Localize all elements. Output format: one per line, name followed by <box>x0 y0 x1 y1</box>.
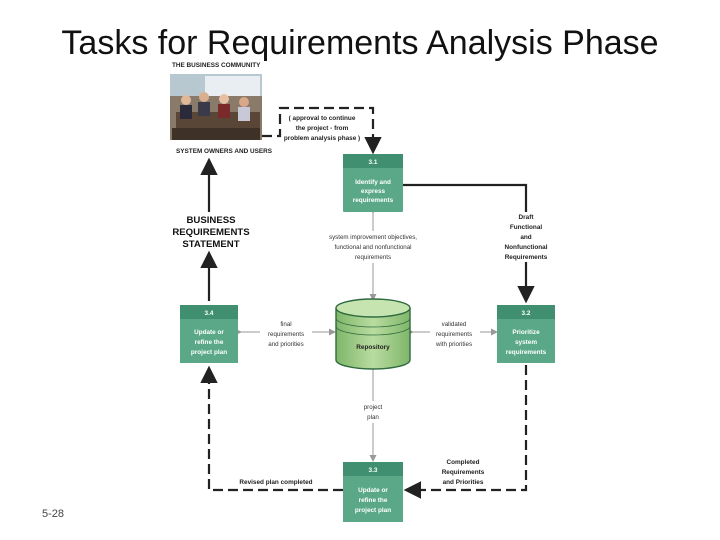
statement-line-1: BUSINESS <box>186 215 236 226</box>
task-box-3-4: 3.4 Update or refine the project plan <box>180 305 238 363</box>
project-plan-label: project plan <box>356 401 390 423</box>
project-plan-label-line: project <box>364 404 383 411</box>
business-meeting-photo <box>170 74 262 140</box>
task-box-3-2: 3.2 Prioritize system requirements <box>497 305 555 363</box>
approval-label-line: ( approval to continue <box>289 115 356 122</box>
approval-arrow <box>262 106 382 155</box>
draft-label-line: Nonfunctional <box>505 244 548 251</box>
final-label-line: requirements <box>268 331 304 338</box>
task-3-2-line: Prioritize <box>512 329 540 336</box>
task-3-3-id: 3.3 <box>369 467 378 474</box>
completed-label: Completed Requirements and Priorities <box>442 459 485 486</box>
task-3-3-line: project plan <box>355 507 391 514</box>
task-3-1-line: Identify and <box>355 179 391 186</box>
task-3-4-id: 3.4 <box>205 310 214 317</box>
business-community: THE BUSINESS COMMUNITY SYSTEM OWNERS AND… <box>170 62 273 155</box>
draft-label: Draft Functional and Nonfunctional Requi… <box>498 212 554 262</box>
draft-label-line: Draft <box>519 214 535 221</box>
objectives-label-line: functional and nonfunctional <box>334 244 411 251</box>
validated-label: validated requirements with priorities <box>430 318 480 350</box>
final-label-line: and priorities <box>268 341 303 348</box>
objectives-label-line: requirements <box>355 254 391 261</box>
slide-title: Tasks for Requirements Analysis Phase <box>61 24 659 62</box>
task-3-2-id: 3.2 <box>522 310 531 317</box>
draft-label-line: and <box>520 234 531 241</box>
repository-label: Repository <box>356 344 390 351</box>
objectives-label: system improvement objectives, functiona… <box>316 231 430 263</box>
task-3-1-id: 3.1 <box>369 159 378 166</box>
validated-label-line: with priorities <box>435 341 472 348</box>
task-3-4-line: refine the <box>195 339 224 346</box>
draft-label-line: Functional <box>510 224 543 231</box>
task-3-4-line: project plan <box>191 349 227 356</box>
repository-cylinder: Repository <box>335 298 411 370</box>
final-label-line: final <box>280 321 291 328</box>
revised-plan-label: Revised plan completed <box>239 479 312 486</box>
project-plan-label-line: plan <box>367 414 379 421</box>
objectives-label-line: system improvement objectives, <box>329 234 417 241</box>
task-3-2-line: system <box>515 339 537 346</box>
slide-number: 5-28 <box>42 508 65 520</box>
validated-label-line: validated <box>442 321 467 328</box>
final-label: final requirements and priorities <box>260 318 312 350</box>
approval-label-line: problem analysis phase ) <box>284 135 360 142</box>
task-box-3-1: 3.1 Identify and express requirements <box>343 154 403 212</box>
completed-label-line: Completed <box>446 459 479 466</box>
task-3-1-line: express <box>361 188 386 195</box>
completed-label-line: and Priorities <box>443 479 484 486</box>
statement-line-3: STATEMENT <box>182 239 239 250</box>
approval-label-line: the project - from <box>296 125 349 132</box>
task-3-4-line: Update or <box>194 329 224 336</box>
validated-label-line: requirements <box>436 331 472 338</box>
task-3-1-line: requirements <box>353 197 394 204</box>
completed-label-line: Requirements <box>442 469 485 476</box>
task-box-3-3: 3.3 Update or refine the project plan <box>343 462 403 522</box>
community-heading: THE BUSINESS COMMUNITY <box>172 62 261 69</box>
task-3-3-line: refine the <box>359 497 388 504</box>
task-3-3-line: Update or <box>358 487 388 494</box>
completed-requirements-arrow <box>403 365 528 499</box>
draft-label-line: Requirements <box>505 254 548 261</box>
task-3-2-line: requirements <box>506 349 547 356</box>
community-caption: SYSTEM OWNERS AND USERS <box>176 148 273 155</box>
business-requirements-statement: BUSINESS REQUIREMENTS STATEMENT <box>172 215 250 250</box>
approval-label: ( approval to continue the project - fro… <box>284 115 360 142</box>
revised-plan-arrow <box>200 365 343 492</box>
statement-line-2: REQUIREMENTS <box>172 227 250 238</box>
